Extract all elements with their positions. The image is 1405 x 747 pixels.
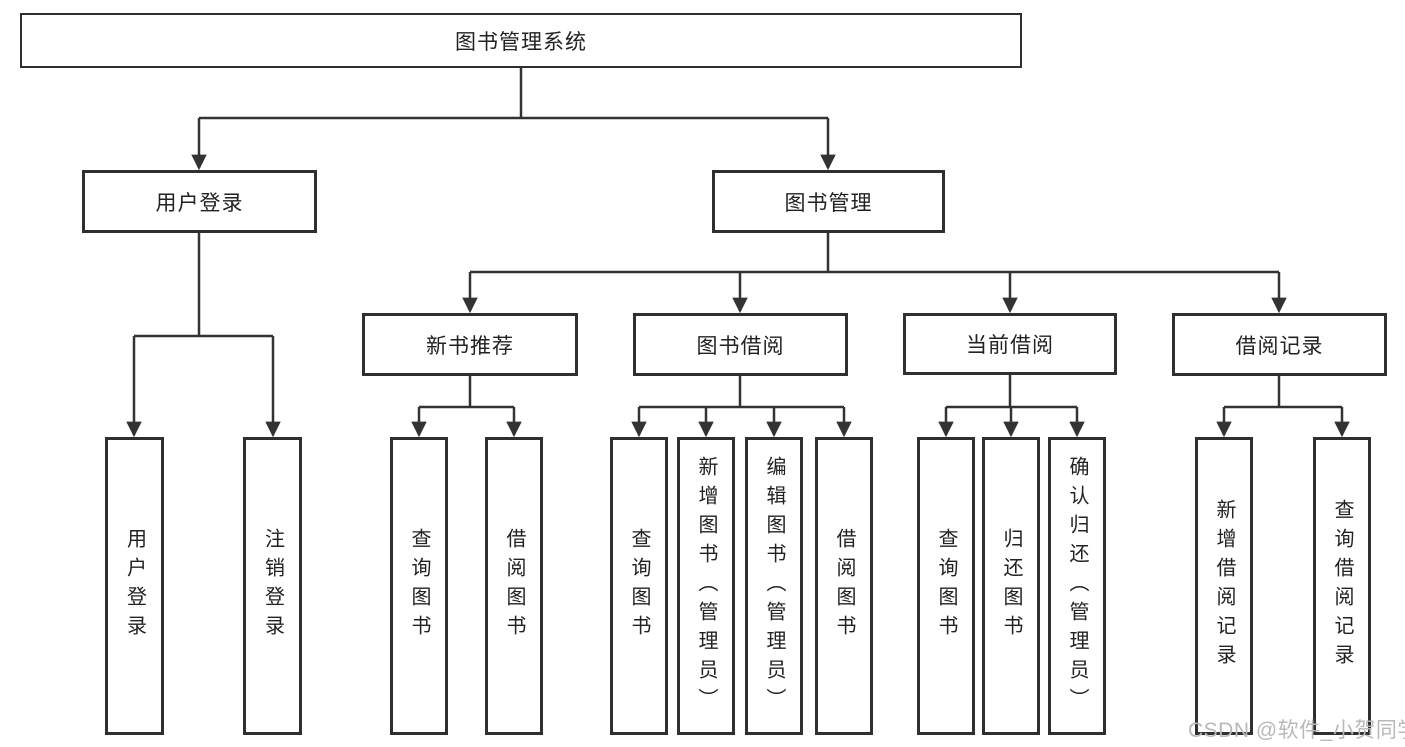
leaf-borrow-query-books-label: 查询图书 bbox=[628, 528, 650, 644]
node-root-label: 图书管理系统 bbox=[455, 30, 587, 54]
leaf-recommend-borrow-books: 借阅图书 bbox=[485, 437, 543, 735]
leaf-current-confirm-return-admin-label: 确认归还（管理员） bbox=[1066, 455, 1088, 717]
leaf-borrow-edit-books-admin-label: 编辑图书（管理员） bbox=[763, 455, 785, 717]
leaf-logout: 注销登录 bbox=[243, 437, 302, 735]
leaf-borrow-borrow-books: 借阅图书 bbox=[815, 437, 873, 735]
node-current-borrowing-label: 当前借阅 bbox=[966, 334, 1054, 357]
leaf-records-query-record: 查询借阅记录 bbox=[1313, 437, 1371, 735]
leaf-recommend-query-books: 查询图书 bbox=[390, 437, 448, 735]
leaf-records-add-record-label: 新增借阅记录 bbox=[1213, 499, 1235, 673]
leaf-borrow-edit-books-admin: 编辑图书（管理员） bbox=[745, 437, 803, 735]
leaf-current-query-books-label: 查询图书 bbox=[935, 528, 957, 644]
node-current-borrowing: 当前借阅 bbox=[903, 313, 1117, 375]
leaf-borrow-add-books-admin: 新增图书（管理员） bbox=[677, 437, 735, 735]
node-book-borrowing: 图书借阅 bbox=[633, 313, 848, 376]
leaf-borrow-add-books-admin-label: 新增图书（管理员） bbox=[695, 455, 717, 717]
leaf-borrow-borrow-books-label: 借阅图书 bbox=[833, 528, 855, 644]
leaf-borrow-query-books: 查询图书 bbox=[610, 437, 668, 735]
node-user-login: 用户登录 bbox=[82, 170, 317, 233]
leaf-current-return-books: 归还图书 bbox=[982, 437, 1040, 735]
csdn-watermark: CSDN @软件_小贺同学 bbox=[1188, 719, 1405, 742]
node-borrowing-records: 借阅记录 bbox=[1172, 313, 1387, 376]
node-root-system: 图书管理系统 bbox=[20, 13, 1022, 68]
leaf-current-confirm-return-admin: 确认归还（管理员） bbox=[1048, 437, 1106, 735]
node-new-book-recommend-label: 新书推荐 bbox=[426, 334, 514, 358]
leaf-user-login: 用户登录 bbox=[105, 437, 164, 735]
leaf-current-query-books: 查询图书 bbox=[917, 437, 975, 735]
leaf-records-add-record: 新增借阅记录 bbox=[1195, 437, 1253, 735]
node-book-management: 图书管理 bbox=[712, 170, 945, 233]
leaf-user-login-label: 用户登录 bbox=[123, 528, 146, 644]
connector-arrows bbox=[126, 118, 1350, 438]
leaf-records-query-record-label: 查询借阅记录 bbox=[1331, 499, 1353, 673]
leaf-logout-label: 注销登录 bbox=[261, 528, 284, 644]
node-user-login-label: 用户登录 bbox=[155, 191, 244, 215]
leaf-recommend-borrow-books-label: 借阅图书 bbox=[503, 528, 525, 644]
node-book-borrowing-label: 图书借阅 bbox=[696, 334, 785, 358]
node-book-management-label: 图书管理 bbox=[784, 191, 873, 215]
node-new-book-recommend: 新书推荐 bbox=[362, 313, 578, 376]
leaf-recommend-query-books-label: 查询图书 bbox=[408, 528, 430, 644]
node-borrowing-records-label: 借阅记录 bbox=[1235, 334, 1324, 358]
leaf-current-return-books-label: 归还图书 bbox=[1000, 528, 1022, 644]
